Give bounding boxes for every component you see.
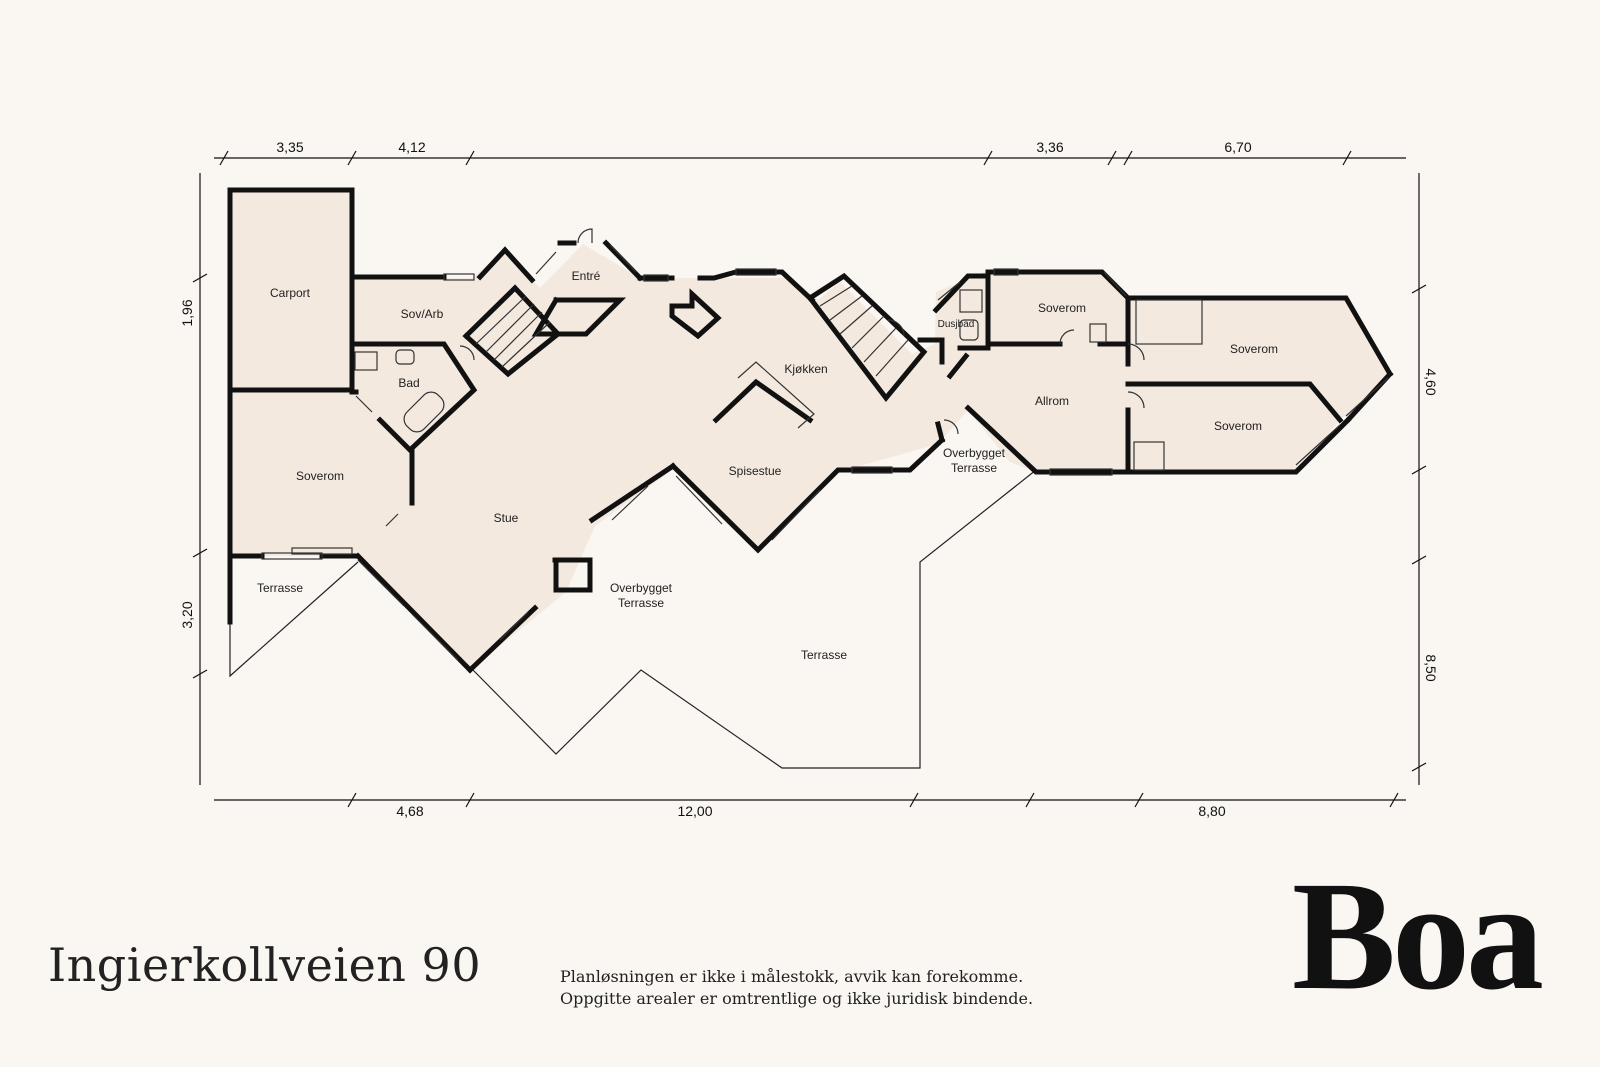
room-label-allrom: Allrom — [1035, 394, 1069, 408]
dim-bottom-2: 12,00 — [677, 803, 712, 819]
room-label-terrasse-main: Terrasse — [801, 648, 847, 662]
room-label-overbygget-right: Overbygget — [943, 446, 1006, 460]
dim-top-2: 4,12 — [398, 139, 425, 155]
windows-doors — [261, 228, 1389, 661]
room-label-terrasse-left: Terrasse — [257, 581, 303, 595]
dim-right-2: 8,50 — [1423, 654, 1439, 681]
house-interior — [232, 192, 1392, 670]
dim-top-1: 3,35 — [276, 139, 303, 155]
room-label-soverom-right-bottom: Soverom — [1214, 419, 1262, 433]
dim-left-1: 1,96 — [179, 299, 195, 326]
room-label-dusjbad: Dusjbad — [938, 319, 975, 330]
room-label-soverom-right-top: Soverom — [1230, 342, 1278, 356]
room-label-stue: Stue — [494, 511, 519, 525]
room-label-soverom-upper: Soverom — [1038, 301, 1086, 315]
dim-bottom-3: 8,80 — [1198, 803, 1225, 819]
room-label-spisestue: Spisestue — [729, 464, 782, 478]
room-label-overbygget-center: Overbygget — [610, 581, 673, 595]
property-address: Ingierkollveien 90 — [48, 938, 482, 992]
disclaimer-line-2: Oppgitte arealer er omtrentlige og ikke … — [560, 989, 1034, 1008]
dim-top-3: 3,36 — [1036, 139, 1063, 155]
room-label-terrasse-center: Terrasse — [618, 596, 664, 610]
brand-logo: Boa — [1291, 849, 1544, 1022]
room-label-bad: Bad — [398, 376, 419, 390]
disclaimer: Planløsningen er ikke i målestokk, avvik… — [560, 966, 1033, 1010]
dim-bottom-1: 4,68 — [396, 803, 423, 819]
room-label-carport: Carport — [270, 286, 311, 300]
room-label-terrasse-right: Terrasse — [951, 461, 997, 475]
walls — [227, 187, 1394, 674]
dim-top-4: 6,70 — [1224, 139, 1251, 155]
dimension-lines — [192, 150, 1427, 808]
room-label-soverom-left: Soverom — [296, 469, 344, 483]
dim-left-2: 3,20 — [179, 601, 195, 628]
dim-right-1: 4,60 — [1423, 368, 1439, 395]
disclaimer-line-1: Planløsningen er ikke i målestokk, avvik… — [560, 967, 1024, 986]
room-label-kjokken: Kjøkken — [784, 362, 827, 376]
room-label-sov-arb: Sov/Arb — [401, 307, 444, 321]
room-label-entre: Entré — [572, 269, 601, 283]
